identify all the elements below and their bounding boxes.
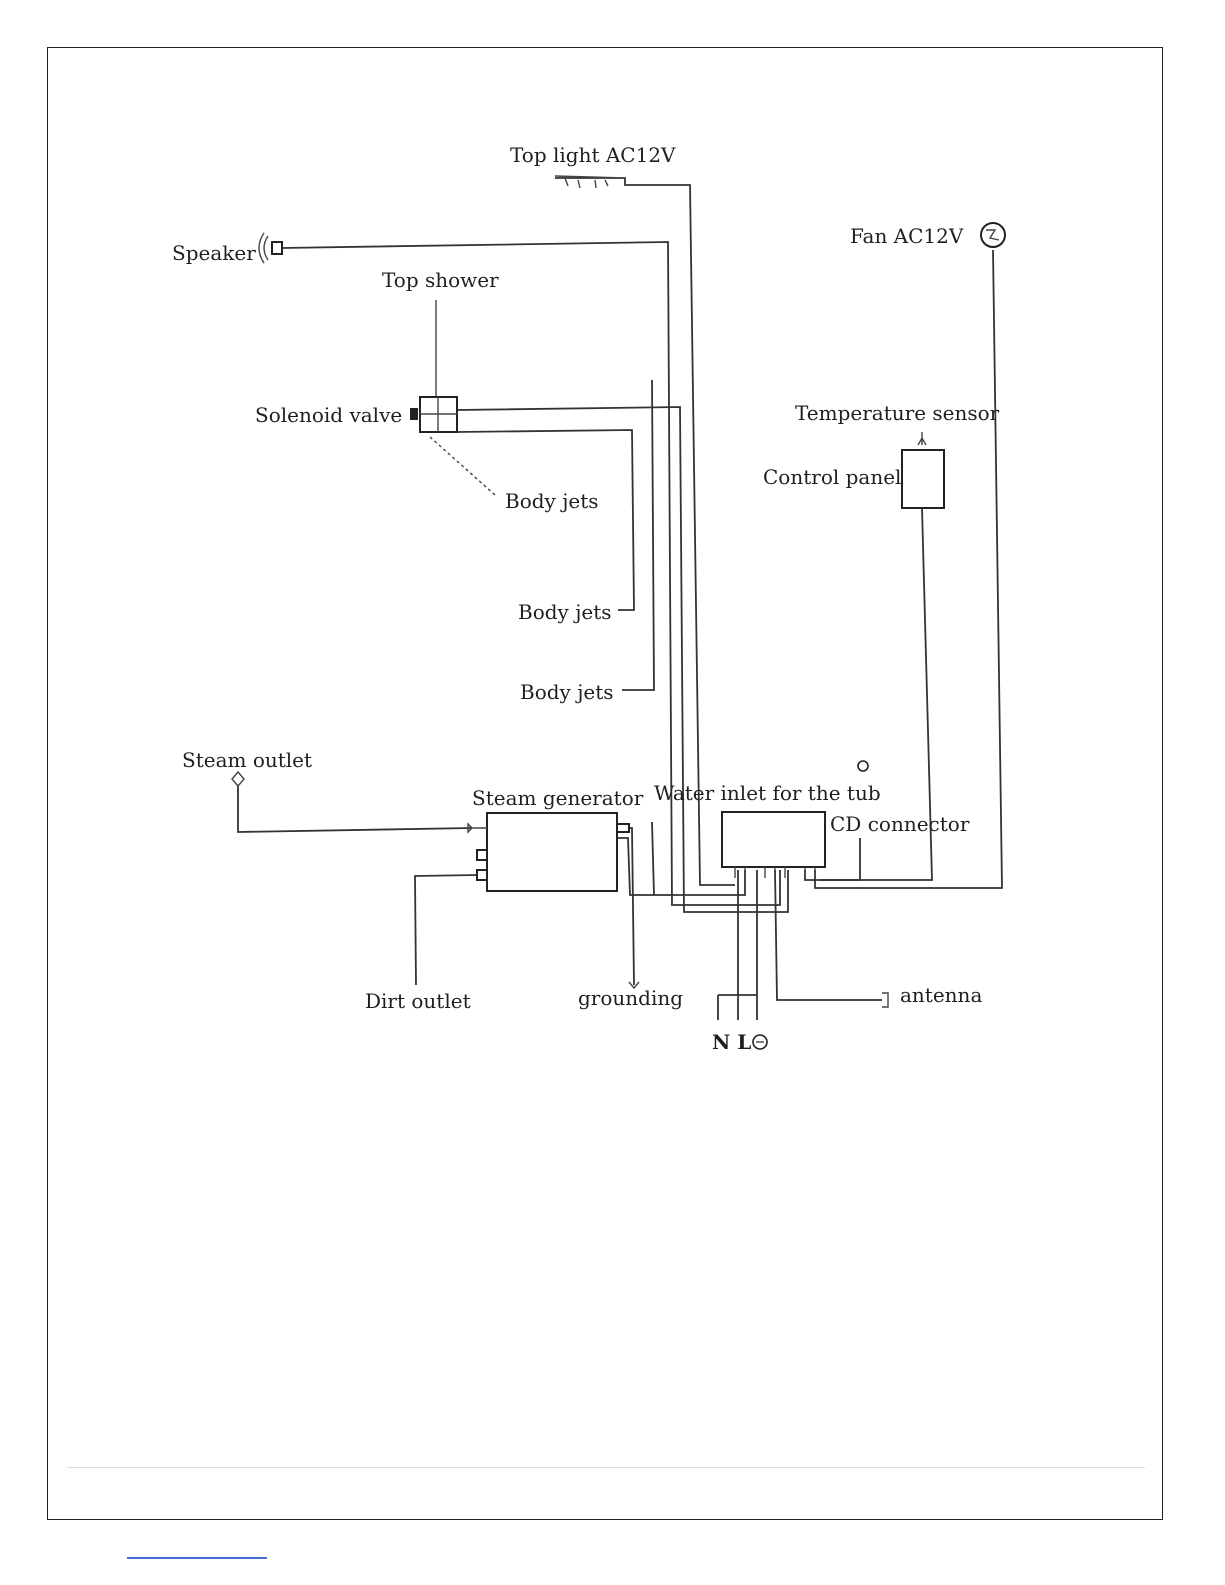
dirt-outlet-wire bbox=[415, 875, 478, 985]
body-jets-pointer bbox=[430, 437, 495, 495]
label-fan: Fan AC12V bbox=[850, 224, 964, 248]
power-wires bbox=[718, 870, 757, 1020]
label-water-inlet: Water inlet for the tub bbox=[654, 781, 881, 805]
label-top-light: Top light AC12V bbox=[510, 143, 676, 167]
label-control-panel: Control panel bbox=[763, 465, 901, 489]
label-dirt-outlet: Dirt outlet bbox=[365, 989, 471, 1013]
label-power-terminals: N L bbox=[712, 1030, 751, 1054]
label-solenoid-valve: Solenoid valve bbox=[255, 403, 402, 427]
control-panel-box bbox=[902, 438, 944, 508]
bottom-link-underline[interactable] bbox=[127, 1557, 267, 1559]
body-jets-wire-2 bbox=[622, 380, 654, 690]
body-jets-wire-1 bbox=[457, 430, 634, 610]
footer-rule bbox=[67, 1467, 1145, 1468]
antenna-icon bbox=[882, 993, 888, 1007]
label-temperature-sensor: Temperature sensor bbox=[795, 401, 1000, 425]
label-body-jets-2: Body jets bbox=[518, 600, 612, 624]
steam-outlet-icon bbox=[232, 772, 244, 786]
label-grounding: grounding bbox=[578, 986, 683, 1010]
label-speaker: Speaker bbox=[172, 241, 256, 265]
label-steam-generator: Steam generator bbox=[472, 786, 644, 810]
fan-icon bbox=[981, 223, 1005, 247]
speaker-icon bbox=[259, 233, 282, 263]
label-body-jets-1: Body jets bbox=[505, 489, 599, 513]
antenna-wire bbox=[775, 870, 882, 1000]
label-antenna: antenna bbox=[900, 983, 982, 1007]
solenoid-valve-icon bbox=[410, 397, 457, 432]
label-top-shower: Top shower bbox=[382, 268, 499, 292]
label-steam-outlet: Steam outlet bbox=[182, 748, 312, 772]
label-cd-connector: CD connector bbox=[830, 812, 970, 836]
steam-outlet-wire bbox=[238, 785, 472, 832]
steam-generator-box bbox=[468, 813, 629, 891]
top-light-wire bbox=[555, 178, 735, 885]
label-body-jets-3: Body jets bbox=[520, 680, 614, 704]
ground-symbol-icon bbox=[753, 1035, 767, 1049]
